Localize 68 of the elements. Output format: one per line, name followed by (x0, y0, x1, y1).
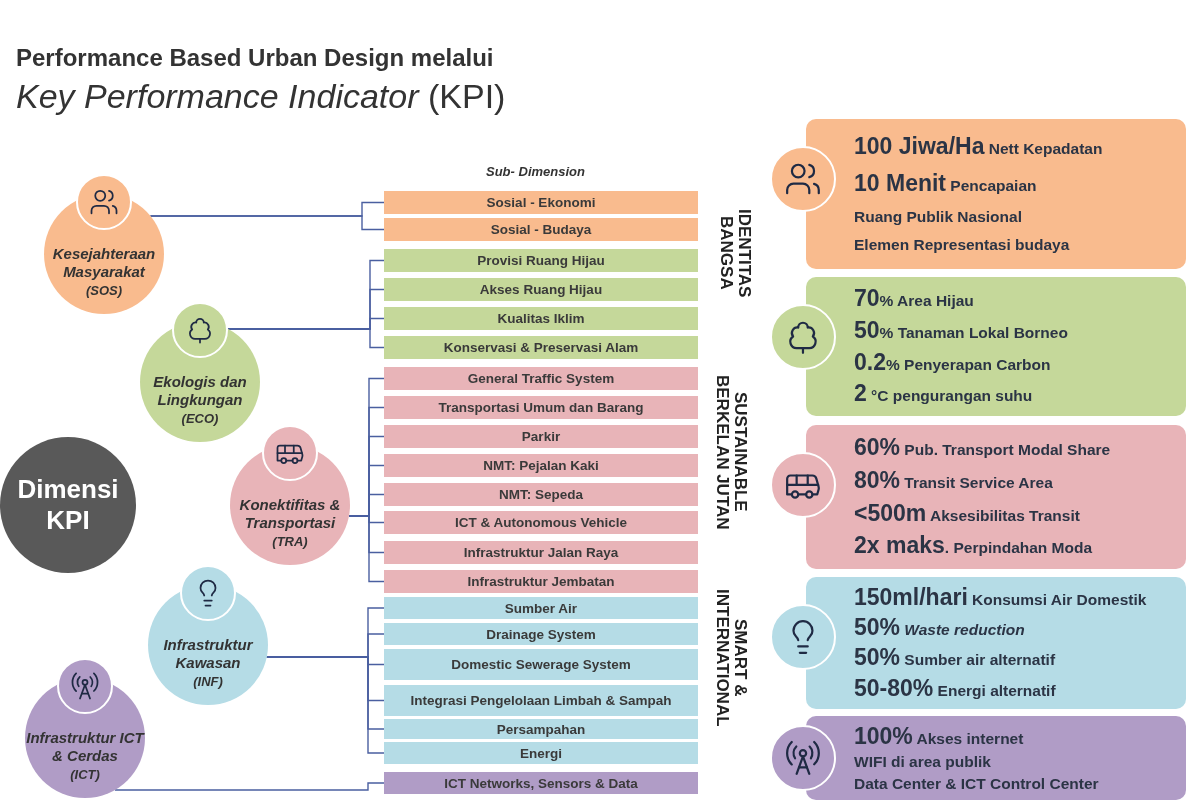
sub-dimension-bar: Sosial - Budaya (384, 218, 698, 241)
sub-dimension-bar: Akses Ruang Hijau (384, 278, 698, 301)
sub-dimension-bar: Parkir (384, 425, 698, 448)
kpi-card (806, 277, 1186, 416)
connector-line (149, 215, 385, 231)
sub-dimension-bar: NMT: Sepeda (384, 483, 698, 506)
sub-dimension-bar: Konservasi & Preservasi Alam (384, 336, 698, 359)
sub-dimension-bar: NMT: Pejalan Kaki (384, 454, 698, 477)
dimension-code: (TRA) (272, 533, 308, 549)
dimension-code: (INF) (193, 673, 223, 689)
sub-dimension-bar: Infrastruktur Jembatan (384, 570, 698, 593)
sub-dimension-bar: Sosial - Ekonomi (384, 191, 698, 214)
sub-dimension-bar: Energi (384, 742, 698, 764)
sub-dimension-bar: Domestic Sewerage System (384, 649, 698, 680)
sub-dimension-bar: Transportasi Umum dan Barang (384, 396, 698, 419)
sub-dimension-bar: Drainage System (384, 623, 698, 645)
kpi-target: Ruang Publik Nasional (854, 207, 1023, 227)
kpi-target: 150ml/hari Konsumsi Air Domestik (854, 583, 1148, 612)
kpi-card (806, 716, 1186, 800)
kpi-target: Elemen Representasi budaya (854, 236, 1071, 256)
kpi-target: 10 Menit Pencapaian (854, 170, 1038, 199)
kpi-target: 100% Akses internet (854, 722, 1025, 751)
kpi-card (806, 425, 1186, 569)
kpi-target: 50% Waste reduction (854, 614, 1026, 642)
dimension-code: (ICT) (70, 766, 100, 782)
kpi-card (806, 119, 1186, 269)
kpi-target: WIFI di area publik (854, 753, 992, 772)
sub-dimension-bar: General Traffic System (384, 367, 698, 390)
dimension-name: Ekologis dan Lingkungan (152, 372, 248, 409)
dimension-name: Kesejahteraan Masyarakat (51, 244, 157, 281)
dimension-circle (230, 426, 350, 565)
kpi-target: Data Center & ICT Control Center (854, 774, 1100, 794)
connector-line (114, 782, 385, 791)
dimension-name: Infrastruktur Kawasan (162, 635, 255, 672)
dimension-name: Konektifitas & Transportasi (238, 495, 342, 532)
sub-dimension-bar: ICT Networks, Sensors & Data (384, 772, 698, 794)
kpi-target: 50-80% Energi alternatif (854, 674, 1057, 703)
kpi-target: 100 Jiwa/Ha Nett Kepadatan (854, 132, 1104, 161)
kpi-target: <500m Aksesibilitas Transit (854, 499, 1081, 528)
section-label: SMART & INTERNATIONAL (712, 587, 750, 729)
dimension-circle (25, 659, 145, 798)
page-title: Performance Based Urban Design melalui Key Performance Indicator (KPI) (16, 43, 506, 118)
sub-dimension-bar: Sumber Air (384, 597, 698, 619)
dimension-circle (140, 303, 260, 442)
dimension-name: Dimensi KPI (17, 473, 119, 537)
kpi-target: 60% Pub. Transport Modal Share (854, 434, 1112, 462)
dimension-code: (ECO) (181, 410, 219, 426)
kpi-target: 2x maks. Perpindahan Moda (854, 532, 1094, 560)
sub-dimension-bar: ICT & Autonomous Vehicle (384, 511, 698, 534)
kpi-target: 80% Transit Service Area (854, 466, 1054, 495)
kpi-target: 2 °C pengurangan suhu (854, 380, 1034, 408)
column-heading: Sub- Dimension (486, 164, 585, 179)
dimension-code: (SOS) (85, 282, 123, 298)
kpi-target: 70% Area Hijau (854, 285, 975, 313)
dimension-circle (148, 566, 268, 705)
kpi-target: 50% Sumber air alternatif (854, 644, 1057, 672)
dimension-circle (44, 175, 164, 314)
kpi-target: 50% Tanaman Lokal Borneo (854, 316, 1069, 345)
section-label: SUSTAINABLE BERKELAN JUTAN (712, 373, 750, 532)
kpi-card (806, 577, 1186, 709)
sub-dimension-bar: Kualitas Iklim (384, 307, 698, 330)
sub-dimension-bar: Provisi Ruang Hijau (384, 249, 698, 272)
kpi-target: 0.2% Penyerapan Carbon (854, 348, 1052, 377)
section-label: IDENTITAS BANGSA (716, 207, 754, 300)
dimension-name: Infrastruktur ICT & Cerdas (25, 728, 145, 765)
sub-dimension-bar: Persampahan (384, 719, 698, 739)
sub-dimension-bar: Infrastruktur Jalan Raya (384, 541, 698, 564)
sub-dimension-bar: Integrasi Pengelolaan Limbah & Sampah (384, 685, 698, 716)
